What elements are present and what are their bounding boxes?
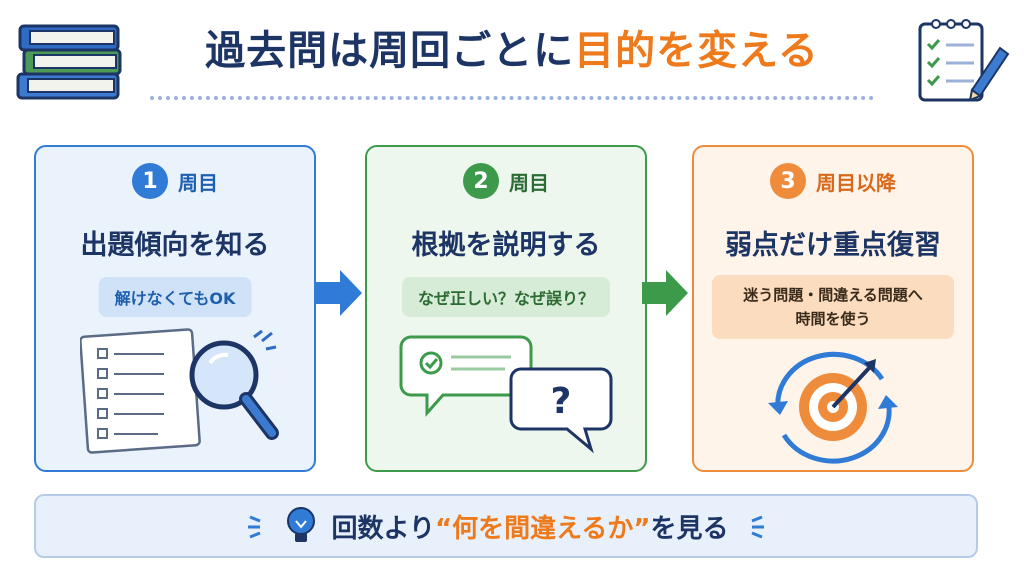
- sparkle-right-icon: [751, 515, 765, 539]
- magnifier-icon: [189, 329, 279, 440]
- title-highlight: 目的を変える: [574, 28, 819, 74]
- step-3-note: 迷う問題・間違える問題へ 時間を使う: [712, 275, 954, 339]
- summary-text: 回数より“何を間違えるか”を見る: [332, 508, 729, 545]
- step-3-number: 3: [770, 163, 806, 199]
- title-divider: [150, 96, 874, 100]
- step-card-1: 1 周目 出題傾向を知る 解けなくてもOK: [34, 145, 316, 472]
- pencil-icon: [968, 46, 1010, 102]
- step-3-note-line-1: 迷う問題・間違える問題へ: [743, 286, 923, 304]
- step-1-heading: 出題傾向を知る: [80, 230, 270, 261]
- question-mark: ?: [551, 381, 572, 422]
- step-1-number: 1: [132, 163, 168, 199]
- lightbulb-icon: [286, 507, 315, 542]
- summary-banner: 回数より“何を間違えるか”を見る: [34, 494, 978, 558]
- checklist-pad-icon: [918, 19, 1010, 102]
- summary-post: を見る: [650, 513, 729, 544]
- step-1-label: 周目: [178, 170, 218, 195]
- step-3-note-line-2: 時間を使う: [795, 310, 871, 328]
- page-title: 過去問は周回ごとに目的を変える: [0, 18, 1024, 76]
- title-main: 過去問は周回ごとに: [205, 28, 575, 74]
- sparkle-left-icon: [247, 515, 261, 539]
- chat-check-icon: [399, 335, 533, 417]
- arrow-right-icon: [642, 270, 688, 316]
- step-2-heading: 根拠を説明する: [411, 230, 601, 261]
- step-2-header: 2 周目: [367, 161, 645, 201]
- step-card-3: 3 周目以降 弱点だけ重点復習 迷う問題・間違える問題へ 時間を使う: [692, 145, 974, 472]
- step-3-heading: 弱点だけ重点復習: [725, 230, 941, 261]
- document-checklist-icon: [80, 328, 201, 454]
- arrow-right-icon: [316, 270, 362, 316]
- step-2-number: 2: [463, 163, 499, 199]
- step-1-header: 1 周目: [36, 161, 314, 201]
- step-card-2: 2 周目 根拠を説明する なぜ正しい？なぜ誤り？ ?: [365, 145, 647, 472]
- cycle-arrows-icon: [768, 351, 898, 464]
- step-2-label: 周目: [509, 170, 549, 195]
- question-bubble-icon: ?: [509, 367, 613, 454]
- step-1-note: 解けなくてもOK: [98, 277, 252, 317]
- step-2-note: なぜ正しい？なぜ誤り？: [401, 277, 611, 317]
- target-icon: [799, 359, 876, 441]
- step-3-label: 周目以降: [816, 170, 896, 195]
- step-3-header: 3 周目以降: [694, 161, 972, 201]
- summary-pre: 回数より: [331, 513, 436, 544]
- books-icon: [16, 24, 122, 100]
- summary-highlight: “何を間違えるか”: [435, 513, 651, 544]
